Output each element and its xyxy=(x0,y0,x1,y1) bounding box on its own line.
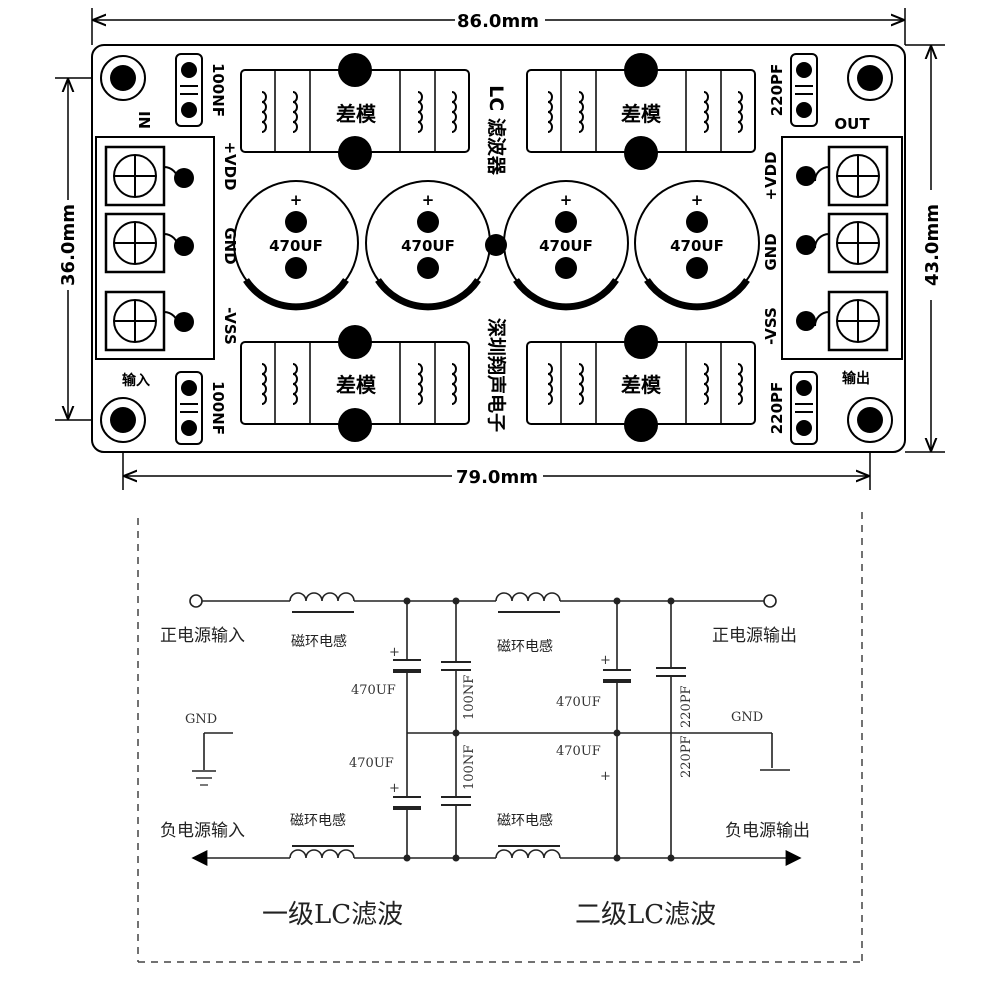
pcb-maker: 深圳翔声电子 xyxy=(485,318,508,432)
pin-right-gnd: GND xyxy=(762,233,780,270)
mounting-holes xyxy=(100,55,893,443)
c100-label-2: 100NF xyxy=(462,745,477,790)
output-terminal-block xyxy=(781,136,903,360)
pcb-title: LC 滤波器 xyxy=(485,85,508,176)
cap-label-100nf-top: 100NF xyxy=(209,63,227,117)
inductor-label-br: 差模 xyxy=(621,373,662,397)
inductor-label-tr: 差模 xyxy=(621,102,662,126)
c470-label-2: 470UF xyxy=(349,756,394,771)
cap-plus-2: + xyxy=(422,191,435,209)
sch-plus-3: + xyxy=(600,653,611,668)
dim-height-left: 36.0mm xyxy=(58,204,79,286)
inductor-label-tl: 差模 xyxy=(336,102,377,126)
pin-left-vss: -VSS xyxy=(221,307,239,345)
inductor-label-bl: 差模 xyxy=(336,373,377,397)
cap-value-1: 470UF xyxy=(269,237,323,255)
c100-label-1: 100NF xyxy=(462,675,477,720)
inductor-label-2: 磁环电感 xyxy=(497,638,553,655)
cap-label-220pf-top: 220PF xyxy=(768,64,786,117)
sch-plus-2: + xyxy=(389,781,400,796)
cap-value-4: 470UF xyxy=(670,237,724,255)
dim-width-bottom: 79.0mm xyxy=(456,467,538,488)
c470-label-1: 470UF xyxy=(351,683,396,698)
cap-label-220pf-bottom: 220PF xyxy=(768,382,786,435)
inductor-bottom-left xyxy=(240,325,470,442)
inductor-label-4: 磁环电感 xyxy=(497,812,553,829)
pos-in-label: 正电源输入 xyxy=(160,626,245,646)
sch-plus-1: + xyxy=(389,645,400,660)
schematic-frame xyxy=(137,512,863,963)
sch-plus-4: + xyxy=(600,769,611,784)
out-label: OUT xyxy=(834,115,870,133)
pin-right-vss: -VSS xyxy=(762,307,780,345)
cap-plus-3: + xyxy=(560,191,573,209)
stage1-label: 一级LC滤波 xyxy=(262,900,403,930)
c220-label-2: 220PF xyxy=(679,735,694,778)
dim-width-top: 86.0mm xyxy=(457,11,539,32)
pos-out-label: 正电源输出 xyxy=(712,626,797,646)
inductor-label-3: 磁环电感 xyxy=(290,812,346,829)
gnd-label-left: GND xyxy=(185,712,217,727)
in-label: IN xyxy=(135,111,153,129)
cap-value-3: 470UF xyxy=(539,237,593,255)
inductor-top-left xyxy=(240,53,470,170)
pin-left-vdd: +VDD xyxy=(221,141,239,190)
c470-label-3: 470UF xyxy=(556,695,601,710)
inductor-top-right xyxy=(526,53,756,170)
electrolytic-caps xyxy=(233,180,760,311)
input-terminal-block xyxy=(95,136,215,360)
cap-plus-4: + xyxy=(691,191,704,209)
c470-label-4: 470UF xyxy=(556,744,601,759)
neg-out-label: 负电源输出 xyxy=(725,821,810,841)
dim-height-right: 43.0mm xyxy=(922,204,943,286)
inductor-label-1: 磁环电感 xyxy=(291,633,347,650)
schematic-wires xyxy=(189,592,802,866)
gnd-label-right: GND xyxy=(731,710,763,725)
cap-label-100nf-bottom: 100NF xyxy=(209,381,227,435)
cap-value-2: 470UF xyxy=(401,237,455,255)
cap-plus-1: + xyxy=(290,191,303,209)
inductor-bottom-right xyxy=(526,325,756,442)
c220-label-1: 220PF xyxy=(679,685,694,728)
stage2-label: 二级LC滤波 xyxy=(575,900,716,930)
output-cn-label: 输出 xyxy=(842,370,870,387)
input-cn-label: 输入 xyxy=(122,372,150,389)
neg-in-label: 负电源输入 xyxy=(160,821,245,841)
pin-right-vdd: +VDD xyxy=(762,151,780,200)
small-caps xyxy=(175,53,818,445)
